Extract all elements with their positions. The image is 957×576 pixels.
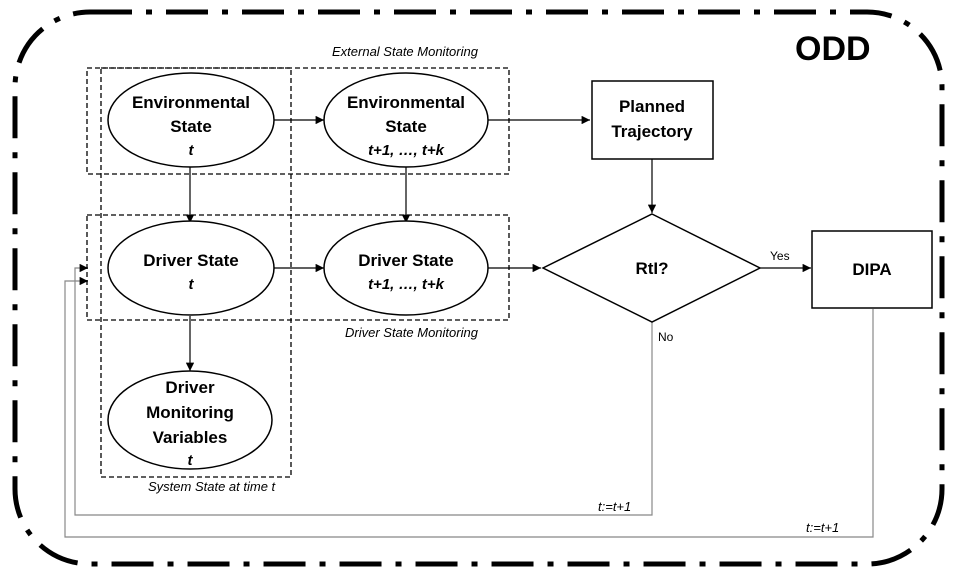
node-rti-decision: RtI? <box>541 213 762 323</box>
node-label-line2: Trajectory <box>611 122 693 141</box>
node-label-line1: Driver State <box>143 251 238 270</box>
node-driver-state-t: Driver State t <box>107 220 275 316</box>
node-driver-monitoring-variables: Driver Monitoring Variables t <box>107 370 273 470</box>
node-driver-state-future: Driver State t+1, …, t+k <box>323 220 489 316</box>
node-environmental-state-future: Environmental State t+1, …, t+k <box>323 72 489 168</box>
loop-dipa-label: t:=t+1 <box>806 520 839 535</box>
node-label-line1: Planned <box>619 97 685 116</box>
node-planned-trajectory: Planned Trajectory <box>591 80 714 160</box>
node-label-line2: State <box>170 117 212 136</box>
external-state-monitoring-group <box>86 67 510 175</box>
odd-label: ODD <box>795 30 871 68</box>
node-label-line3: Variables <box>153 428 228 447</box>
system-state-group <box>100 67 292 478</box>
edge-rti-no-loop <box>74 267 653 516</box>
node-time: t <box>189 276 195 293</box>
node-label-line2: State <box>385 117 427 136</box>
system-state-label: System State at time t <box>148 479 277 494</box>
driver-state-monitoring-label: Driver State Monitoring <box>345 325 479 340</box>
yes-label: Yes <box>770 249 790 263</box>
node-label: DIPA <box>852 260 891 279</box>
node-label-line1: Driver <box>165 378 215 397</box>
node-dipa: DIPA <box>811 230 933 309</box>
no-label: No <box>658 330 674 344</box>
node-label-line1: Environmental <box>132 93 250 112</box>
odd-boundary <box>12 9 945 567</box>
node-label: RtI? <box>635 259 668 278</box>
node-environmental-state-t: Environmental State t <box>107 72 275 168</box>
edge-dipa-loop <box>64 280 874 538</box>
node-time: t+1, …, t+k <box>368 142 445 159</box>
external-state-monitoring-label: External State Monitoring <box>332 44 479 59</box>
node-label-line2: Monitoring <box>146 403 234 422</box>
node-time: t <box>188 452 194 469</box>
node-time: t <box>189 142 195 159</box>
node-label-line1: Driver State <box>358 251 453 270</box>
node-time: t+1, …, t+k <box>368 276 445 293</box>
loop-no-label: t:=t+1 <box>598 499 631 514</box>
node-label-line1: Environmental <box>347 93 465 112</box>
